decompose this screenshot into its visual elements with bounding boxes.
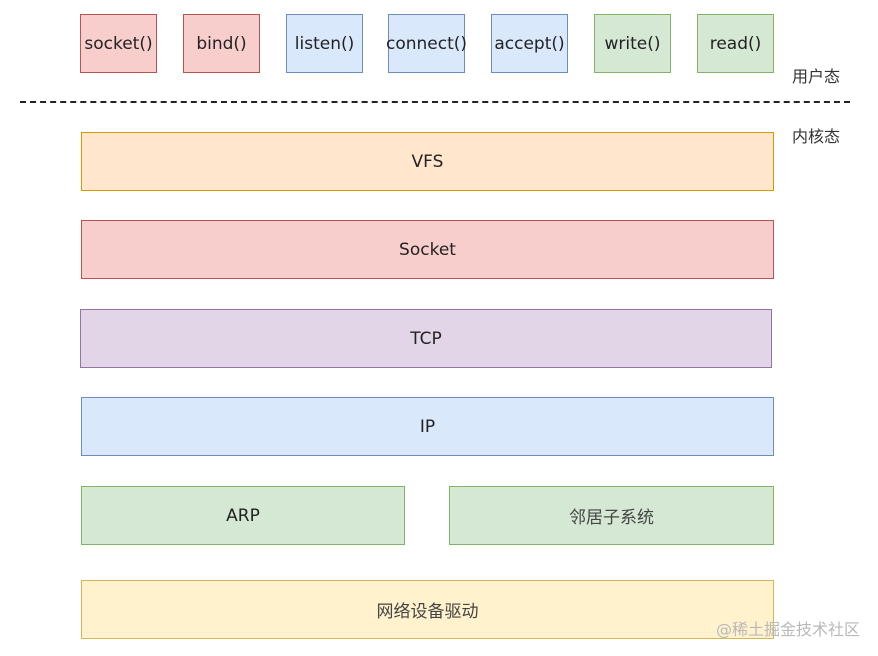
bind-call-box: bind() [183, 14, 260, 73]
neighbor-subsystem-layer: 邻居子系统 [449, 486, 774, 545]
network-driver-layer: 网络设备驱动 [81, 580, 774, 639]
accept-call-box: accept() [491, 14, 568, 73]
watermark-text: @稀土掘金技术社区 [715, 620, 860, 639]
ip-layer: IP [81, 397, 774, 456]
connect-call-box: connect() [386, 14, 467, 73]
write-call-box: write() [594, 14, 671, 73]
tcp-layer: TCP [80, 309, 772, 368]
socket-call-box: socket() [80, 14, 157, 73]
user-kernel-divider [20, 101, 850, 103]
vfs-layer: VFS [81, 132, 774, 191]
kernel-space-label: 内核态 [792, 127, 841, 146]
read-call-box: read() [697, 14, 774, 73]
socket-layer: Socket [81, 220, 774, 279]
arp-layer: ARP [81, 486, 405, 545]
listen-call-box: listen() [286, 14, 363, 73]
user-space-label: 用户态 [792, 67, 841, 86]
